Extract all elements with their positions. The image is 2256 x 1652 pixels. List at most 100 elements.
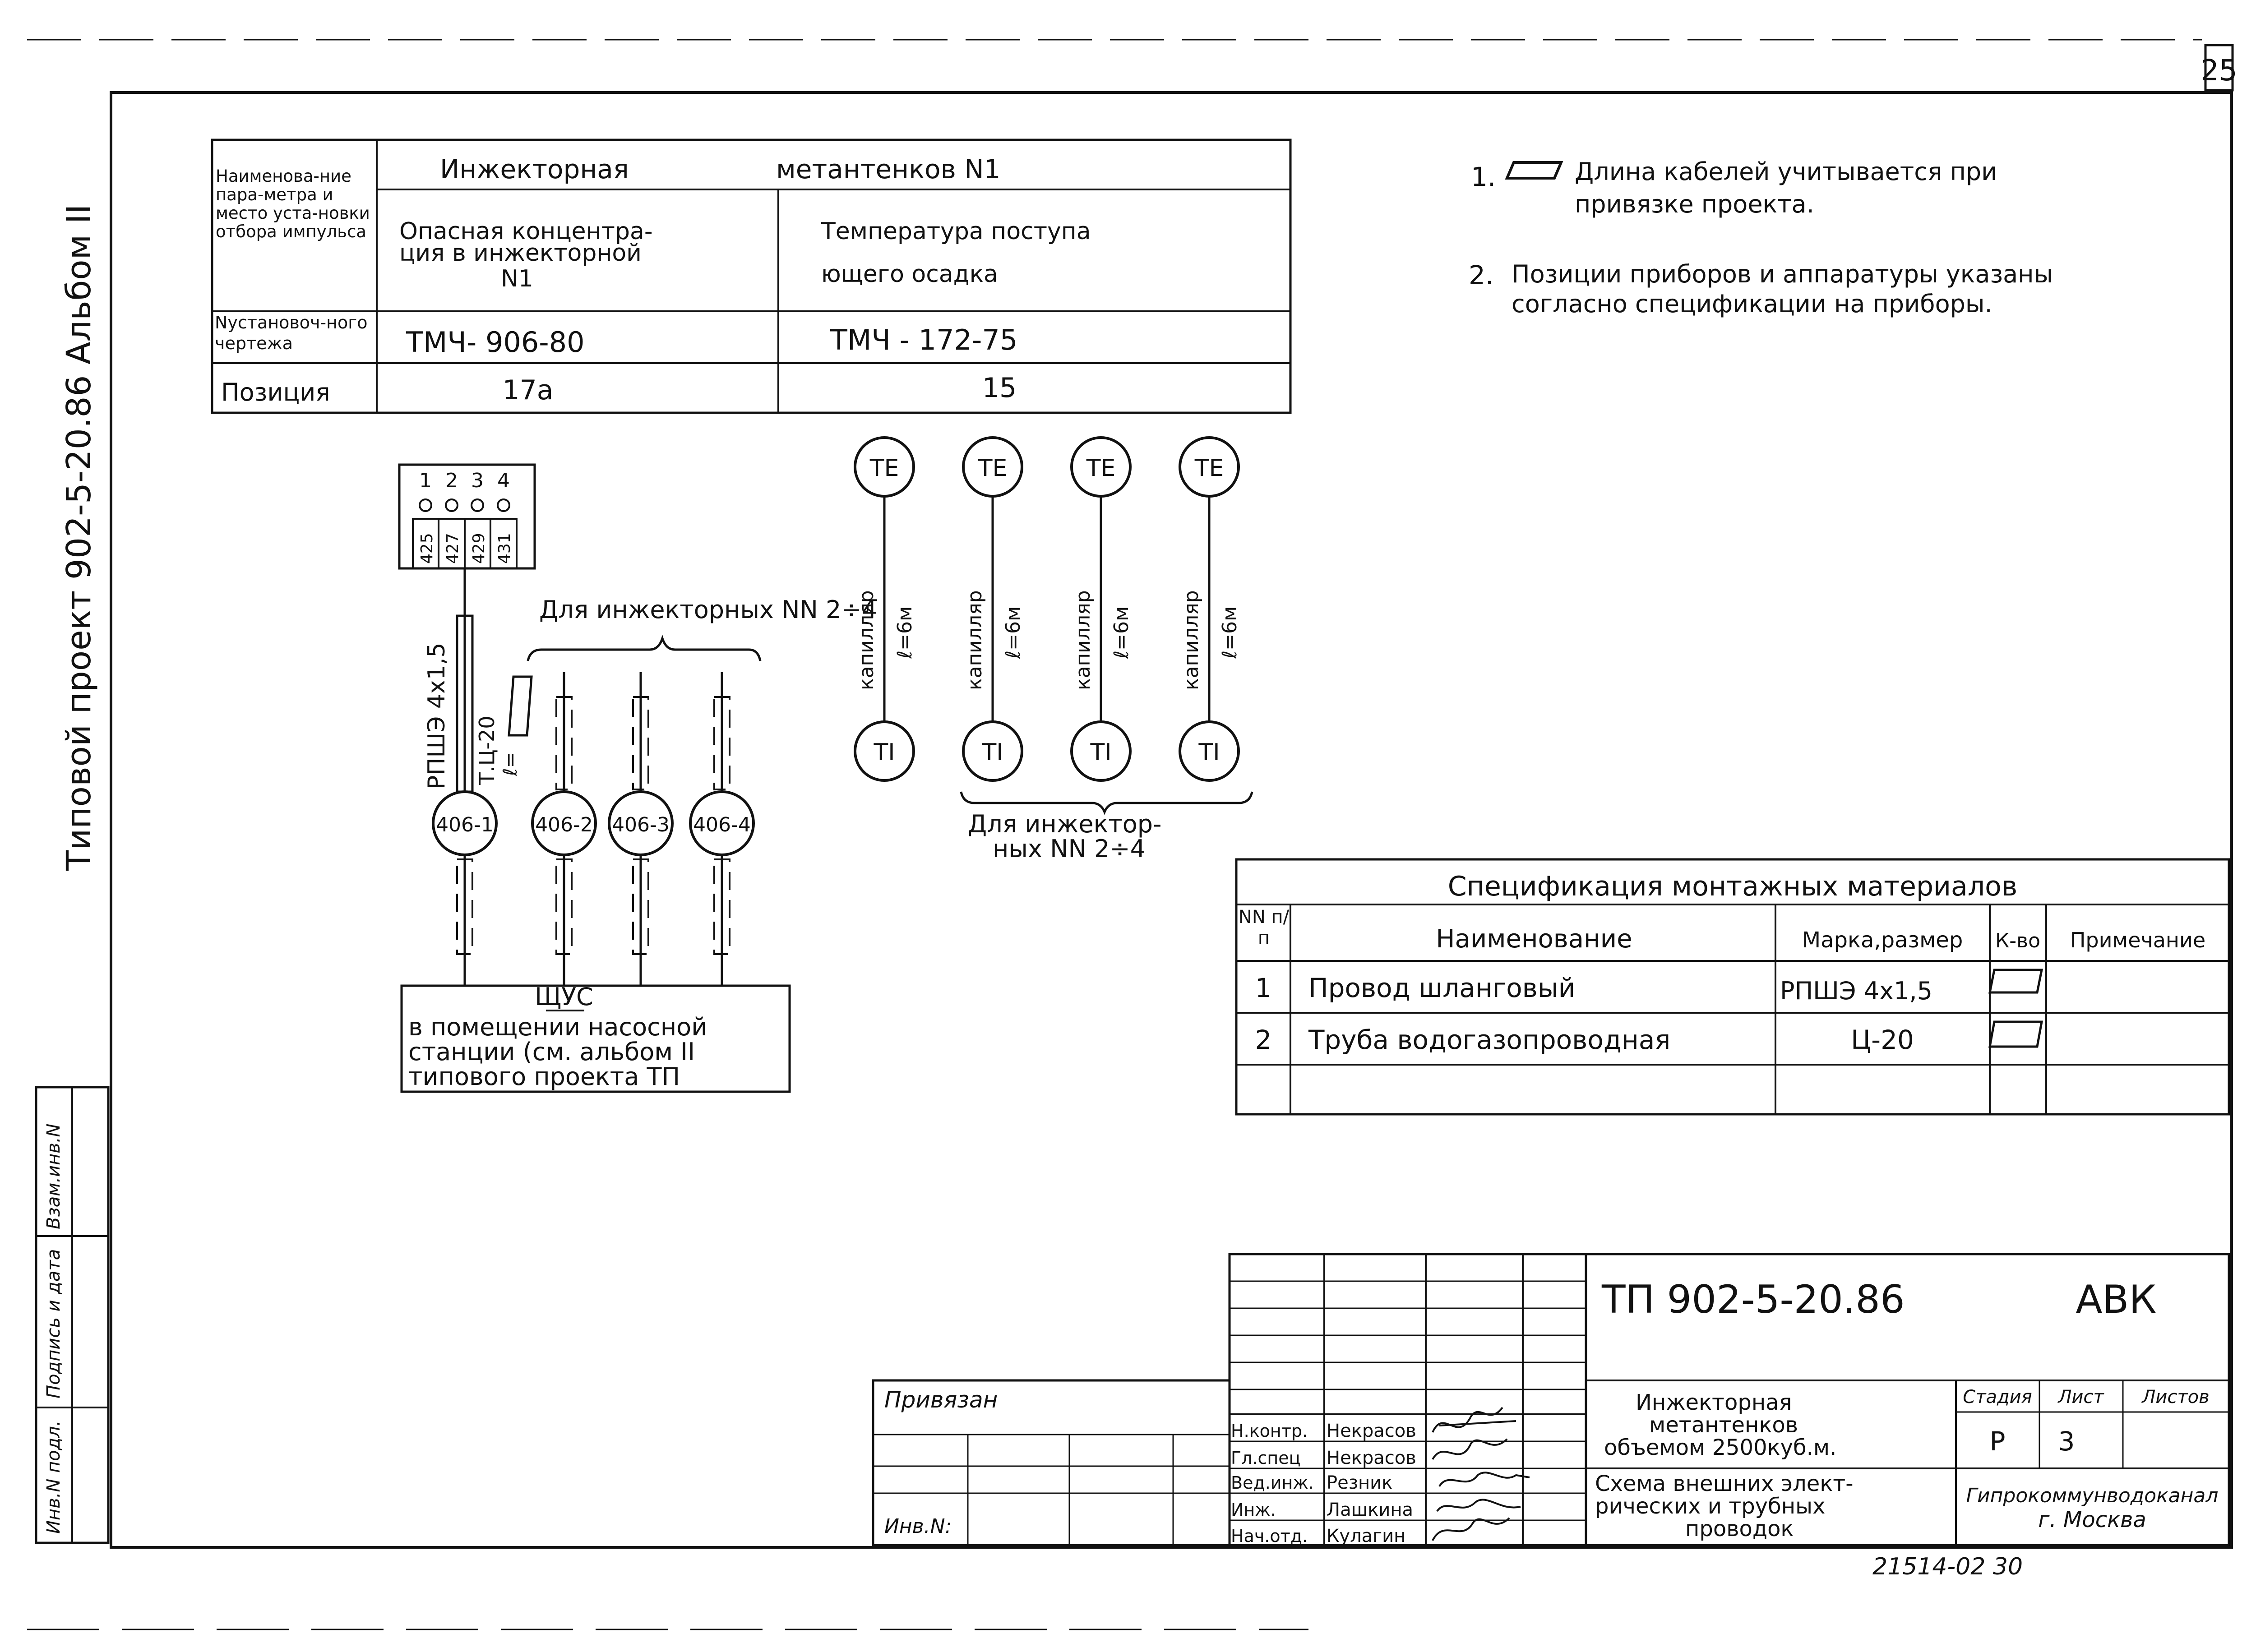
signature-5 (1432, 1517, 1510, 1541)
sheet-header: Лист (2057, 1387, 2104, 1407)
stamp-inv: Инв.N подл. (43, 1420, 64, 1534)
param-row2-label: Nустановоч-ного чертежа (215, 313, 368, 353)
panel-line-2: станции (см. альбом II (408, 1038, 695, 1066)
spec-row1-name: Провод шланговый (1308, 973, 1575, 1003)
parameter-table: Наименова-ние пара-метра и место уста-но… (211, 138, 1292, 414)
bound-label: Привязан (884, 1387, 998, 1413)
role-2: Гл.спец (1231, 1448, 1301, 1468)
param-row1b-l2: ющего осадка (821, 261, 998, 288)
spec-header-num: NN п/п (1238, 907, 1290, 948)
svg-text:TE: TE (978, 455, 1008, 482)
svg-text:TI: TI (981, 739, 1003, 766)
ti-indicator-3: TI (1070, 720, 1132, 782)
footer-number: 21514-02 30 (1872, 1553, 2023, 1580)
svg-text:406-3: 406-3 (612, 813, 670, 836)
capillary-4: капилляр (1180, 590, 1203, 690)
spec-title: Спецификация монтажных материалов (1448, 871, 2018, 902)
panel-line-3: типового проекта ТП (408, 1062, 680, 1091)
signature-3 (1438, 1472, 1530, 1487)
te-sensor-3: TE (1070, 436, 1132, 498)
param-row2b: ТМЧ - 172-75 (830, 323, 1017, 356)
signature-1 (1432, 1407, 1516, 1433)
capillary-len-2: ℓ=6м (1002, 606, 1025, 659)
sensor-406-4: 406-4 (689, 790, 755, 856)
svg-text:TI: TI (873, 739, 895, 766)
page-number-box (2204, 44, 2234, 92)
spec-header-name: Наименование (1436, 924, 1632, 954)
spec-header-note: Примечание (2070, 928, 2205, 952)
spec-row2-mark: Ц-20 (1851, 1024, 1914, 1055)
injectors-caption: Для инжекторных NN 2÷4 (539, 595, 877, 624)
drawing-section: АВК (2076, 1277, 2157, 1322)
name-5: Кулагин (1327, 1526, 1405, 1546)
svg-text:1.: 1. (1471, 162, 1496, 192)
svg-text:2.: 2. (1469, 260, 1493, 291)
param-row1a-l3: N1 (501, 265, 533, 292)
drawing-code: ТП 902-5-20.86 (1601, 1277, 1905, 1322)
org-name: Гипрокоммунводоканал (1966, 1484, 2218, 1507)
svg-text:TE: TE (1086, 455, 1116, 482)
sensor-406-3: 406-3 (608, 790, 674, 856)
terminal-3: 3 (471, 469, 484, 492)
role-3: Вед.инж. (1231, 1473, 1314, 1493)
cable-label: РПШЭ 4х1,5 (423, 643, 450, 789)
param-row2a: ТМЧ- 906-80 (406, 326, 585, 359)
page-number: 25 (2201, 54, 2237, 88)
svg-text:406-2: 406-2 (535, 813, 593, 836)
role-4: Инж. (1231, 1500, 1276, 1520)
wire-429: 429 (470, 533, 488, 564)
capillary-1: капилляр (855, 590, 878, 690)
wire-431: 431 (495, 533, 514, 564)
inv-label: Инв.N: (884, 1515, 952, 1538)
param-row1a-l2: ция в инжекторной (399, 240, 642, 267)
spec-header-mark: Марка,размер (1802, 928, 1963, 953)
terminal-4: 4 (497, 469, 510, 492)
stamp-replace: Взам.инв.N (43, 1124, 64, 1229)
object-line-1: Инжекторная (1636, 1390, 1792, 1415)
object-line-3: объемом 2500куб.м. (1604, 1435, 1836, 1460)
ti-indicator-4: TI (1179, 720, 1240, 782)
pipe-length-symbol (508, 675, 533, 737)
param-title-right: метантенков N1 (776, 154, 1001, 185)
ti-indicator-1: TI (854, 720, 915, 782)
side-label: Типовой проект 902-5-20.86 Альбом II (60, 204, 98, 871)
stage-value: Р (1990, 1426, 2006, 1457)
capillary-2: капилляр (963, 590, 986, 690)
sheets-header: Листов (2141, 1387, 2209, 1407)
param-row3a: 17а (502, 374, 553, 406)
param-row1b-l1: Температура поступа (821, 218, 1091, 245)
stamp-sign: Подпись и дата (43, 1249, 64, 1398)
capillary-caption-1: Для инжектор- (968, 810, 1162, 838)
panel-title: ЩУС (535, 983, 593, 1011)
param-header-label: Наименова-ние пара-метра и место уста-но… (216, 167, 370, 241)
sheet-frame (110, 91, 2233, 1549)
spec-row1-mark: РПШЭ 4х1,5 (1780, 977, 1932, 1005)
spec-header-qty: К-во (1995, 929, 2040, 952)
capillary-caption-2: ных NN 2÷4 (993, 835, 1146, 863)
param-row3-label: Позиция (221, 378, 330, 406)
svg-text:406-1: 406-1 (436, 813, 494, 836)
capillary-len-1: ℓ=6м (893, 606, 916, 659)
spec-row2-num: 2 (1255, 1024, 1272, 1055)
org-city: г. Москва (2038, 1507, 2146, 1532)
te-sensor-1: TE (854, 436, 915, 498)
svg-text:TE: TE (869, 455, 899, 482)
wire-425: 425 (418, 533, 436, 564)
ti-indicator-2: TI (962, 720, 1023, 782)
title-block: Привязан Инв.N: Н.контр. Гл.спец Вед.инж… (872, 1253, 2230, 1546)
spec-table: Спецификация монтажных материалов NN п/п… (1235, 858, 2230, 1116)
name-1: Некрасов (1327, 1421, 1416, 1441)
param-row3b: 15 (982, 372, 1017, 404)
param-row1a-l1: Опасная концентра- (399, 218, 653, 245)
signature-2 (1432, 1438, 1508, 1460)
panel-line-1: в помещении насосной (408, 1013, 707, 1041)
pipe-length: ℓ= (499, 752, 521, 776)
stage-header: Стадия (1963, 1387, 2032, 1407)
note-2: Позиции приборов и аппаратуры указаны со… (1512, 260, 2053, 318)
capillary-len-4: ℓ=6м (1218, 606, 1241, 659)
sheet-value: 3 (2058, 1426, 2075, 1457)
sensor-406-1: 406-1 (432, 790, 498, 856)
control-panel-box (400, 984, 791, 1093)
svg-text:TE: TE (1194, 455, 1224, 482)
